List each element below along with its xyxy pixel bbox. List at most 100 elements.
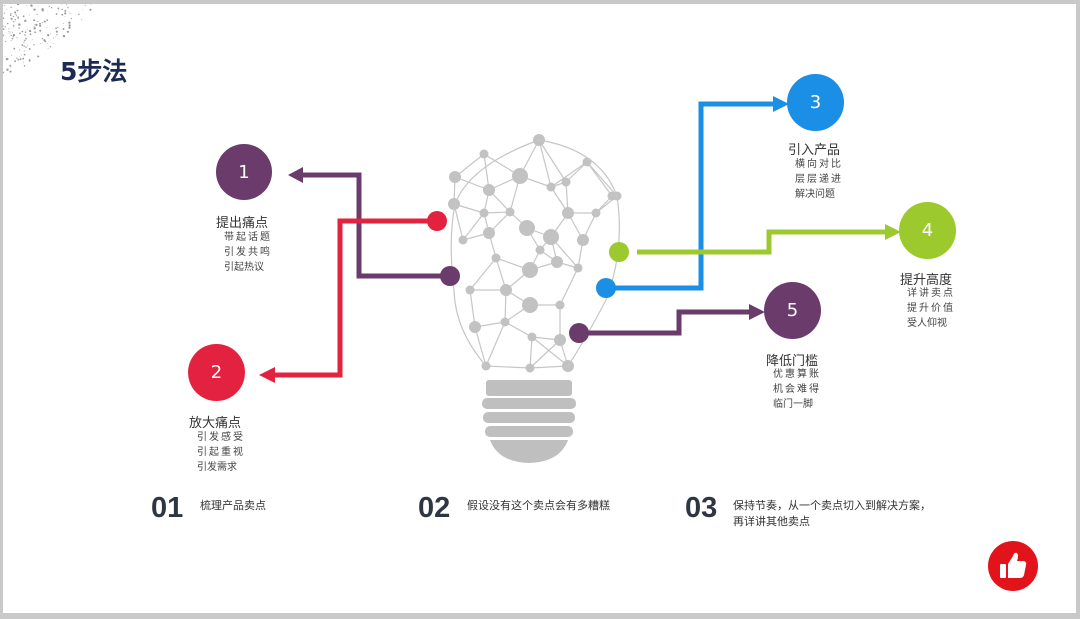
bulb-node bbox=[449, 171, 461, 183]
texture-dot bbox=[37, 5, 39, 7]
node-2-lines: 引发感受引起重视引发需求 bbox=[197, 432, 245, 473]
texture-dot bbox=[68, 26, 71, 29]
texture-dot bbox=[81, 18, 83, 20]
texture-dot bbox=[37, 20, 39, 23]
texture-dot bbox=[33, 43, 35, 46]
arrow-1 bbox=[288, 167, 303, 183]
texture-dot bbox=[12, 26, 14, 28]
connector-1 bbox=[300, 172, 450, 279]
page-title: 5步法 bbox=[60, 57, 128, 86]
texture-dot bbox=[19, 58, 22, 61]
texture-dot bbox=[64, 16, 66, 17]
dot-purple-left bbox=[440, 266, 460, 286]
texture-dot bbox=[21, 44, 24, 46]
texture-dot bbox=[19, 56, 20, 58]
texture-dot bbox=[66, 30, 69, 33]
texture-dot bbox=[3, 17, 5, 20]
node-4-title: 提升高度 bbox=[900, 273, 953, 288]
texture-dot bbox=[3, 12, 5, 14]
bulb-edge bbox=[485, 365, 531, 369]
texture-dot bbox=[9, 70, 12, 73]
node-2-circle: 2 bbox=[188, 344, 245, 401]
texture-dot bbox=[28, 47, 31, 50]
texture-dot bbox=[56, 34, 58, 36]
texture-dot bbox=[33, 27, 36, 30]
texture-dot bbox=[18, 27, 20, 29]
texture-dot bbox=[27, 44, 29, 46]
bulb-node bbox=[582, 157, 592, 167]
texture-dot bbox=[28, 29, 32, 33]
dot-green bbox=[609, 242, 629, 262]
texture-dot bbox=[22, 57, 25, 60]
texture-dot bbox=[55, 30, 58, 33]
texture-dot bbox=[17, 58, 20, 61]
texture-dot bbox=[29, 33, 32, 36]
bulb-node bbox=[535, 245, 545, 255]
lightbulb-icon bbox=[448, 134, 622, 373]
texture-dot bbox=[39, 22, 41, 25]
texture-dot bbox=[16, 4, 20, 6]
texture-dot bbox=[23, 61, 25, 63]
node-3-lines: 横向对比层层递进解决问题 bbox=[795, 159, 843, 200]
texture-dot bbox=[32, 39, 33, 41]
diagram bbox=[259, 96, 901, 463]
bulb-edge bbox=[538, 139, 567, 183]
texture-dot bbox=[15, 13, 17, 15]
texture-dot bbox=[10, 31, 12, 33]
texture-dot bbox=[62, 28, 65, 30]
texture-dot bbox=[12, 15, 15, 18]
texture-dot bbox=[46, 19, 49, 21]
corner-texture bbox=[3, 4, 92, 74]
texture-dot bbox=[81, 9, 83, 11]
texture-dot bbox=[4, 26, 6, 28]
texture-dot bbox=[9, 14, 12, 17]
texture-dot bbox=[90, 4, 92, 5]
texture-dot bbox=[27, 45, 28, 46]
texture-dot bbox=[23, 53, 26, 56]
texture-dot bbox=[78, 13, 80, 15]
texture-dot bbox=[10, 38, 12, 39]
texture-dot bbox=[18, 23, 21, 26]
texture-dot bbox=[68, 24, 71, 27]
texture-dot bbox=[47, 47, 49, 49]
texture-dot bbox=[42, 42, 44, 43]
texture-dot bbox=[34, 26, 36, 27]
node-3-title: 引入产品 bbox=[788, 143, 841, 158]
bulb-node bbox=[554, 334, 566, 346]
bulb-node bbox=[483, 184, 495, 196]
texture-dot bbox=[58, 10, 60, 12]
node-4-lines: 详讲卖点提升价值受人仰视 bbox=[907, 288, 955, 329]
texture-dot bbox=[10, 13, 12, 15]
step-2-text: 假设没有这个卖点会有多糟糕 bbox=[467, 499, 610, 512]
bulb-edge bbox=[485, 321, 506, 367]
bulb-edge bbox=[474, 326, 487, 367]
texture-dot bbox=[23, 50, 25, 52]
arrow-4 bbox=[885, 224, 901, 240]
texture-dot bbox=[68, 21, 71, 24]
texture-dot bbox=[23, 65, 26, 67]
bulb-edge bbox=[586, 161, 618, 197]
texture-dot bbox=[13, 47, 16, 50]
texture-dot bbox=[10, 34, 12, 36]
texture-dot bbox=[39, 29, 42, 32]
node-1-circle: 1 bbox=[216, 144, 272, 200]
bulb-node bbox=[546, 182, 556, 192]
texture-dot bbox=[41, 38, 44, 40]
texture-dot bbox=[11, 38, 14, 40]
texture-dot bbox=[6, 22, 9, 25]
step-1-text: 梳理产品卖点 bbox=[200, 499, 266, 512]
texture-dot bbox=[61, 13, 64, 16]
bulb-node bbox=[555, 300, 565, 310]
texture-dot bbox=[3, 34, 4, 37]
texture-dot bbox=[16, 37, 18, 39]
bulb-edge bbox=[504, 321, 533, 338]
texture-dot bbox=[13, 25, 15, 27]
texture-dot bbox=[8, 28, 10, 30]
texture-dot bbox=[12, 33, 16, 37]
texture-dot bbox=[8, 32, 10, 34]
arrow-5 bbox=[749, 304, 765, 320]
bulb-edge bbox=[529, 339, 561, 369]
texture-dot bbox=[11, 54, 13, 56]
bulb-node bbox=[500, 317, 510, 327]
texture-dot bbox=[3, 25, 4, 27]
